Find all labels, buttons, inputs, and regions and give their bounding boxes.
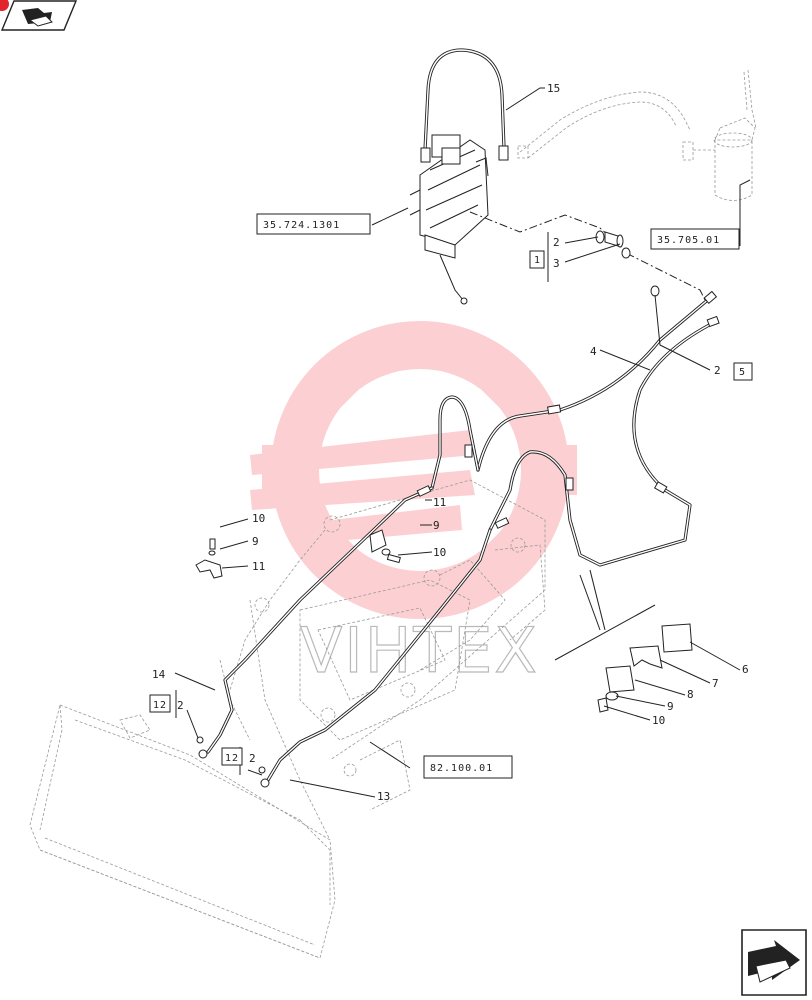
callout-10-mid: 10 bbox=[433, 546, 446, 559]
hydraulic-pipe-upper[interactable] bbox=[430, 395, 692, 567]
hydraulic-pipe-13[interactable] bbox=[266, 528, 492, 782]
callout-2-adapter: 2 bbox=[553, 236, 560, 249]
callout-11-left: 11 bbox=[252, 560, 265, 573]
leader-lines bbox=[174, 87, 751, 798]
ref-box-loader[interactable]: 82.100.01 bbox=[423, 755, 513, 779]
group-box-12a-label: 12 bbox=[153, 700, 167, 711]
group-box-5-label: 5 bbox=[739, 367, 746, 378]
pipe-couplings bbox=[196, 290, 720, 788]
return-hose-ghost bbox=[519, 91, 691, 153]
callout-15: 15 bbox=[547, 82, 560, 95]
bucket-outline bbox=[29, 704, 336, 959]
ref-box-filter-label: 35.705.01 bbox=[657, 235, 720, 246]
adapter-fitting[interactable] bbox=[595, 230, 631, 259]
return-fitting bbox=[517, 145, 529, 159]
routing-line bbox=[469, 211, 706, 301]
watermark-logo bbox=[250, 321, 577, 619]
callout-10-right: 10 bbox=[652, 714, 665, 727]
ref-box-valve[interactable]: 35.724.1301 bbox=[256, 213, 371, 235]
callout-4: 4 bbox=[590, 345, 597, 358]
callout-11-mid: 11 bbox=[433, 496, 446, 509]
return-hose-ghost-2 bbox=[527, 101, 677, 159]
o-ring bbox=[650, 285, 660, 297]
ref-box-loader-label: 82.100.01 bbox=[430, 763, 493, 774]
group-box-1-label: 1 bbox=[534, 255, 541, 266]
callout-9-right: 9 bbox=[667, 700, 674, 713]
callouts: 15 2 3 4 2 10 9 11 11 9 10 14 2 2 13 6 7… bbox=[152, 82, 749, 803]
callout-9-mid: 9 bbox=[433, 519, 440, 532]
group-box-1[interactable]: 1 bbox=[529, 250, 545, 269]
group-box-12b-label: 12 bbox=[225, 753, 239, 764]
clamp-assembly-mid[interactable] bbox=[369, 529, 401, 564]
hydraulic-pipe-14[interactable] bbox=[206, 486, 434, 754]
callout-2-oring: 2 bbox=[714, 364, 721, 377]
callout-2-left: 2 bbox=[177, 699, 184, 712]
clamp-assembly-right[interactable] bbox=[597, 623, 693, 713]
group-box-12b[interactable]: 12 bbox=[221, 747, 243, 766]
callout-7: 7 bbox=[712, 677, 719, 690]
ref-box-filter[interactable]: 35.705.01 bbox=[650, 228, 740, 250]
ref-box-valve-label: 35.724.1301 bbox=[263, 220, 340, 231]
oil-filter[interactable] bbox=[682, 69, 757, 201]
callout-10-left: 10 bbox=[252, 512, 265, 525]
callout-6: 6 bbox=[742, 663, 749, 676]
group-box-5[interactable]: 5 bbox=[733, 362, 753, 381]
callout-9-left: 9 bbox=[252, 535, 259, 548]
hose-4[interactable] bbox=[476, 296, 717, 492]
section-cut-marker bbox=[554, 569, 656, 661]
watermark-text: VIHTEX bbox=[300, 614, 539, 687]
callout-2-right: 2 bbox=[249, 752, 256, 765]
group-box-12a[interactable]: 12 bbox=[149, 694, 171, 713]
callout-13: 13 bbox=[377, 790, 390, 803]
prev-page-arrow-icon[interactable] bbox=[0, 0, 78, 31]
hose-15[interactable] bbox=[420, 48, 509, 163]
next-page-arrow-icon[interactable] bbox=[741, 929, 807, 996]
callout-14: 14 bbox=[152, 668, 166, 681]
clamp-assembly-left[interactable] bbox=[195, 538, 223, 579]
callout-3: 3 bbox=[553, 257, 560, 270]
control-valve[interactable] bbox=[409, 134, 489, 305]
callout-8: 8 bbox=[687, 688, 694, 701]
